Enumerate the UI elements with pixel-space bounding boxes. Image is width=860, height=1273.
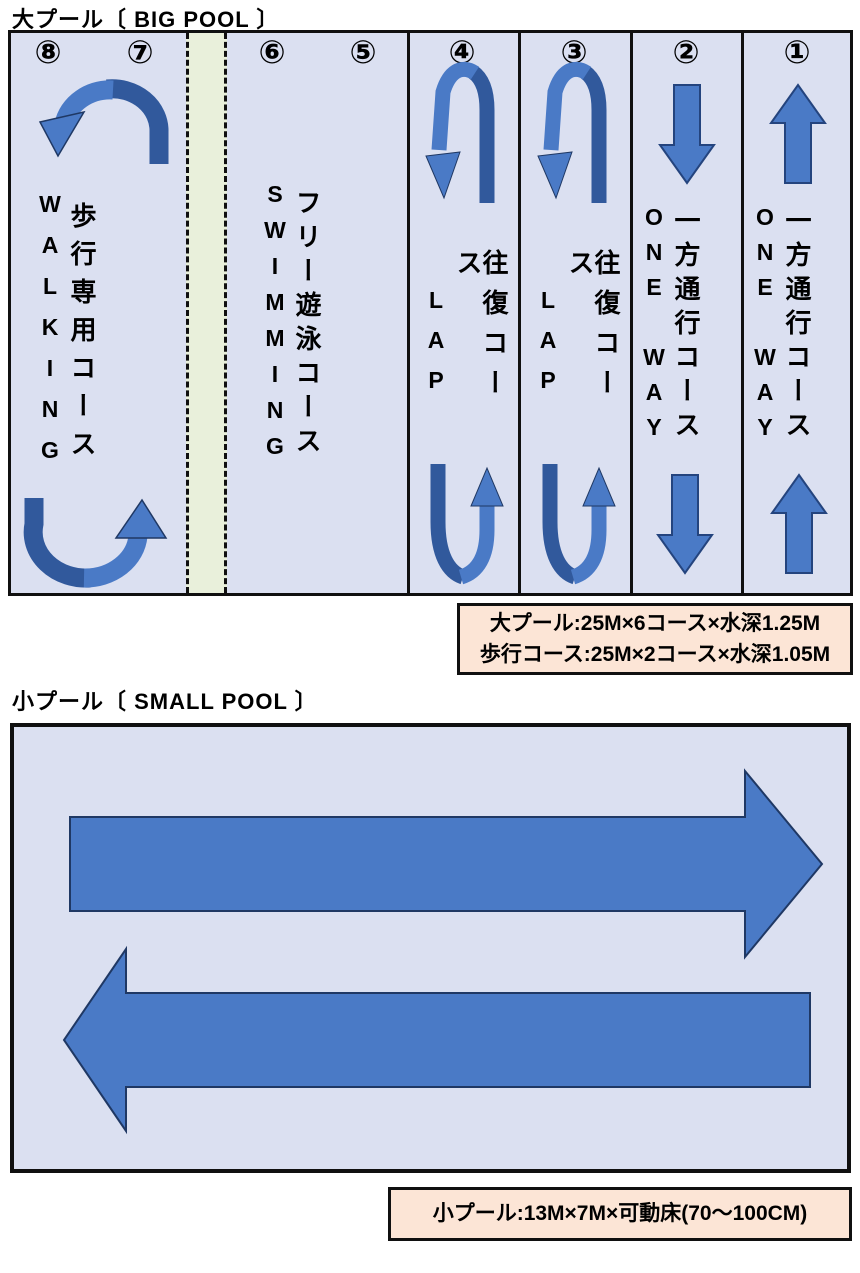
lane-number-1: ① bbox=[783, 34, 811, 70]
oneway-lane1-up-arrow-bottom bbox=[770, 473, 828, 574]
small-pool-right-arrow bbox=[69, 768, 824, 960]
small-pool-arrows bbox=[62, 768, 824, 1135]
walking-turn-arrow-top bbox=[38, 79, 169, 164]
lap-lane3-uturn-arrow-bottom bbox=[542, 464, 616, 585]
swimming-lane-label: SWIMMING フリー遊泳コース bbox=[262, 181, 322, 469]
lane-number-6: ⑥ bbox=[258, 34, 286, 70]
lane-number-8: ⑧ bbox=[34, 34, 62, 70]
big-pool-info-line2: 歩行コース:25M×2コース×水深1.05M bbox=[479, 643, 831, 666]
lap-lane3-uturn-arrow-top bbox=[537, 61, 607, 203]
small-pool-diagram bbox=[10, 723, 851, 1173]
lap-lane4-label-en: LAP bbox=[423, 286, 449, 407]
oneway-lane2-label: ONE WAY 一方通行コース bbox=[641, 201, 701, 451]
lane-number-7: ⑦ bbox=[126, 34, 154, 70]
big-pool-info-line1: 大プール:25M×6コース×水深1.25M bbox=[489, 611, 821, 635]
lane-divider bbox=[741, 33, 744, 593]
oneway-lane1-label-ja: 一方通行コース bbox=[782, 207, 812, 445]
oneway-lane1-up-arrow-top bbox=[769, 83, 827, 184]
lap-lane3-label-ja: 往復コース bbox=[565, 249, 621, 409]
oneway-lane2-label-ja: 一方通行コース bbox=[671, 207, 701, 445]
small-pool-title: 小プール〔 SMALL POOL 〕 bbox=[12, 689, 318, 714]
lap-lane4-uturn-arrow-bottom bbox=[430, 464, 504, 585]
lane-number-5: ⑤ bbox=[349, 34, 377, 70]
oneway-lane1-label: ONE WAY 一方通行コース bbox=[752, 201, 812, 451]
walking-lane-label-en: WALKING bbox=[37, 191, 63, 478]
oneway-lane1-label-en: ONE WAY bbox=[752, 203, 778, 449]
swimming-lane-label-ja: フリー遊泳コース bbox=[292, 189, 322, 461]
small-pool-info-box: 小プール:13M×7M×可動床(70〜100CM) bbox=[388, 1187, 852, 1241]
lane-divider bbox=[407, 33, 410, 593]
lane-number-2: ② bbox=[672, 34, 700, 70]
oneway-lane2-down-arrow-top bbox=[658, 84, 716, 185]
lane-divider bbox=[630, 33, 633, 593]
big-pool-info-box: 大プール:25M×6コース×水深1.25M 歩行コース:25M×2コース×水深1… bbox=[457, 603, 853, 675]
walking-lane-label: WALKING 歩行専用コース bbox=[37, 191, 97, 478]
walking-turn-arrow-bottom bbox=[23, 498, 168, 588]
big-pool-title: 大プール〔 BIG POOL 〕 bbox=[12, 7, 280, 32]
lap-lane4-uturn-arrow-top bbox=[425, 61, 495, 203]
big-pool-diagram: ⑧ ⑦ ⑥ ⑤ ④ ③ ② ① bbox=[8, 30, 853, 596]
lap-lane3-label: LAP 往復コース bbox=[535, 249, 621, 444]
walking-lane-label-ja: 歩行専用コース bbox=[67, 201, 97, 468]
oneway-lane2-down-arrow-bottom bbox=[656, 474, 714, 575]
lane-divider bbox=[518, 33, 521, 593]
lap-lane3-label-en: LAP bbox=[535, 286, 561, 407]
oneway-lane2-label-en: ONE WAY bbox=[641, 203, 667, 449]
walking-course-divider-strip bbox=[186, 33, 227, 593]
lap-lane4-label-ja: 往復コース bbox=[453, 249, 509, 409]
small-pool-info-line: 小プール:13M×7M×可動床(70〜100CM) bbox=[432, 1202, 808, 1226]
small-pool-left-arrow bbox=[62, 945, 811, 1135]
lap-lane4-label: LAP 往復コース bbox=[423, 249, 509, 444]
swimming-lane-label-en: SWIMMING bbox=[262, 181, 288, 469]
